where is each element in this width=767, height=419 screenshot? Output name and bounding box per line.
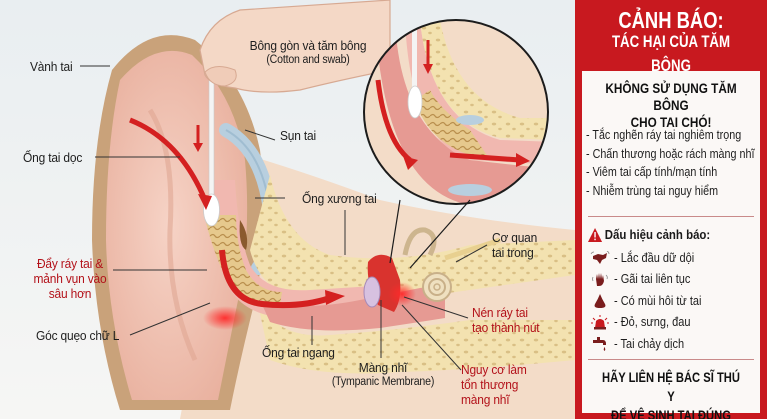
sign-item: - Có mùi hôi từ tai xyxy=(590,290,713,312)
sign-item: - Tai chảy dịch xyxy=(590,333,713,355)
harm-item: - Tắc nghẽn ráy tai nghiêm trọng xyxy=(586,128,742,142)
harm-item: - Chấn thương hoặc rách màng nhĩ xyxy=(586,146,755,161)
harm-item: - Viêm tai cấp tính/mạn tính xyxy=(586,165,718,179)
warning-box: KHÔNG SỬ DỤNG TĂM BÔNG CHO TAI CHÓ! - Tắ… xyxy=(582,71,760,419)
label-nen-ray-tai: Nén ráy tai tạo thành nút xyxy=(472,305,540,335)
divider xyxy=(588,359,754,360)
label-day-ray-tai: Đẩy ráy tai & mảnh vụn vào sâu hơn xyxy=(33,256,107,301)
sign-item: - Lắc đầu dữ dội xyxy=(590,247,713,269)
label-mang-nhi: Màng nhĩ (Tympanic Membrane) xyxy=(331,360,435,388)
panel-title: CẢNH BÁO: TÁC HẠI CỦA TĂM BÔNG xyxy=(575,8,767,78)
label-nguy-co-ton-thuong: Nguy cơ làm tổn thương màng nhĩ xyxy=(461,362,527,407)
dog-head-shaking-icon xyxy=(590,250,610,266)
signs-heading: Dấu hiệu cảnh báo: xyxy=(588,227,710,242)
warning-panel: CẢNH BÁO: TÁC HẠI CỦA TĂM BÔNG KHÔNG SỬ … xyxy=(575,0,767,419)
nose-smell-icon xyxy=(590,293,610,309)
label-co-quan-tai-trong: Cơ quan tai trong xyxy=(492,230,538,260)
label-ong-xuong-tai: Ống xương tai xyxy=(302,191,377,206)
label-cotton-swab: Bông gòn và tăm bông (Cotton and swab) xyxy=(244,38,373,68)
alarm-light-icon xyxy=(590,314,610,330)
label-goc-queo-chu-l: Góc quẹo chữ L xyxy=(36,328,120,343)
paw-scratching-icon xyxy=(590,271,610,287)
label-sun-tai: Sụn tai xyxy=(280,128,316,143)
dripping-faucet-icon xyxy=(590,336,610,352)
label-bong-gon: Bông gòn và tăm bông xyxy=(249,38,367,53)
sign-item: - Gãi tai liên tục xyxy=(590,269,713,291)
panel-title-line1: CẢNH BÁO: xyxy=(618,7,724,33)
label-ong-tai-doc: Ống tai dọc xyxy=(23,150,83,165)
divider xyxy=(588,216,754,217)
panel-title-line2: TÁC HẠI CỦA TĂM BÔNG xyxy=(611,32,731,75)
sign-item: - Đỏ, sưng, đau xyxy=(590,312,713,334)
label-ong-tai-ngang: Ống tai ngang xyxy=(262,345,335,360)
harms-list: - Tắc nghẽn ráy tai nghiêm trọng - Chấn … xyxy=(586,126,767,200)
warning-triangle-icon xyxy=(588,227,603,242)
harm-item: - Nhiễm trùng tai nguy hiểm xyxy=(586,183,719,198)
label-vanh-tai: Vành tai xyxy=(30,59,73,74)
call-to-action: HÃY LIÊN HỆ BÁC SĨ THÚ Y ĐỂ VỆ SINH TAI … xyxy=(602,369,740,419)
label-cotton-swab-en: (Cotton and swab) xyxy=(266,54,350,66)
warning-heading: KHÔNG SỬ DỤNG TĂM BÔNG CHO TAI CHÓ! xyxy=(605,80,737,130)
signs-list: - Lắc đầu dữ dội - Gãi tai liên tục - Có… xyxy=(590,247,713,355)
